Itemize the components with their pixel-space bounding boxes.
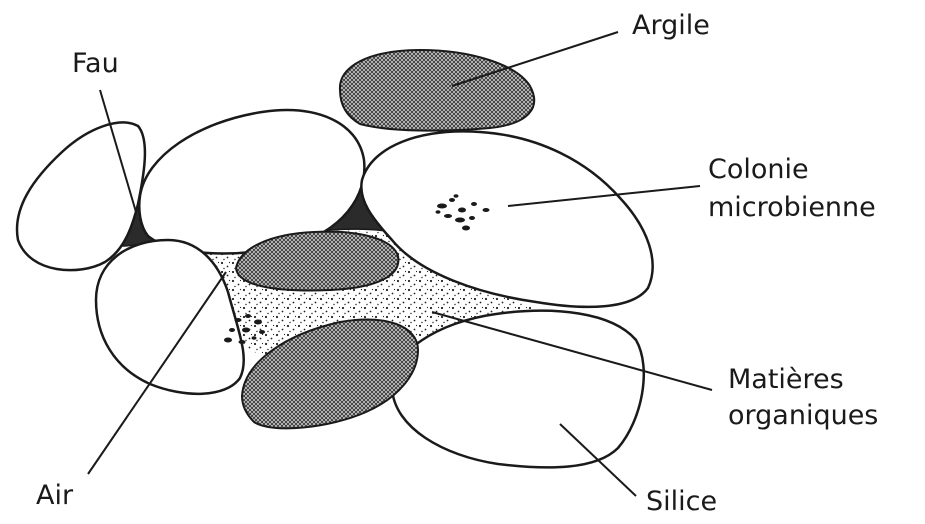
label-colonie-line1: Colonie xyxy=(708,154,809,186)
label-matieres-line1: Matières xyxy=(728,364,844,396)
label-fau: Fau xyxy=(72,48,119,80)
silica-grain-far-left xyxy=(17,122,145,270)
label-colonie-line2: microbienne xyxy=(708,192,876,224)
label-air: Air xyxy=(36,480,73,512)
label-argile: Argile xyxy=(632,10,710,42)
label-silice: Silice xyxy=(646,486,717,518)
clay-particle-top xyxy=(340,50,534,131)
silica-grain-bottom-right xyxy=(392,311,644,468)
label-matieres-line2: organiques xyxy=(728,400,878,432)
